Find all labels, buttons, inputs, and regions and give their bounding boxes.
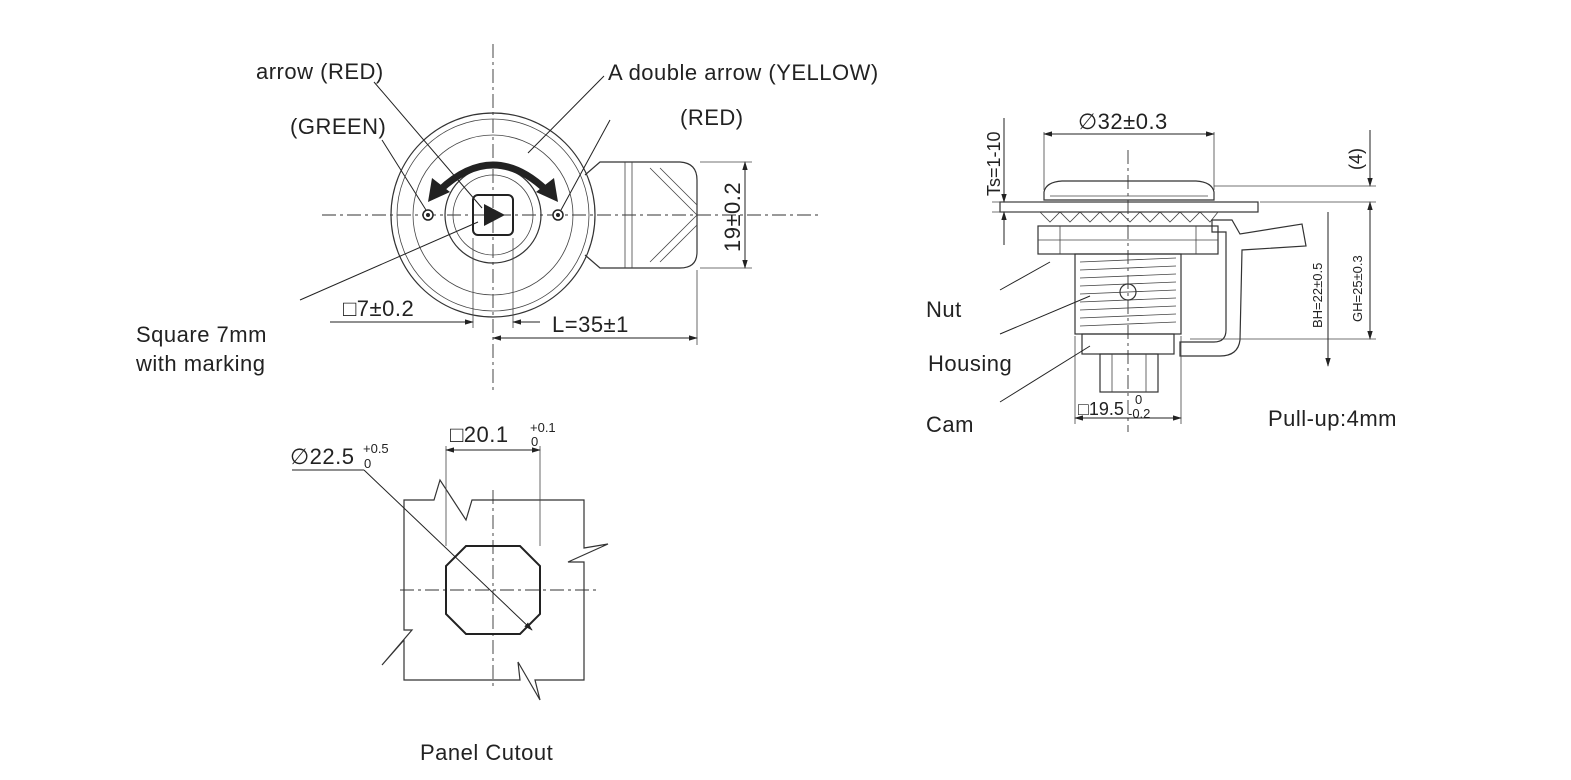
face-ring: [412, 134, 574, 296]
cutout-shape: [445, 545, 541, 635]
side-view: ∅32±0.3 Ts=1-10 (4) BH=22±0.5 GH=25±0.3 …: [926, 109, 1397, 437]
dim-bh: BH=22±0.5: [1310, 263, 1325, 328]
label-pullup: Pull-up:4mm: [1268, 406, 1397, 431]
dim-cutout-square: □20.1 +0.1 0: [450, 420, 556, 449]
svg-text:-0.2: -0.2: [1128, 406, 1150, 421]
arrow-red-leader: [373, 81, 483, 209]
dim-gh: GH=25±0.3: [1350, 255, 1365, 322]
lock-head: [1043, 180, 1215, 201]
dim-square-7: □7±0.2: [343, 296, 414, 321]
cam-body: [584, 161, 698, 269]
dim-diameter-32: ∅32±0.3: [1078, 109, 1168, 134]
dim-base-19-5: □19.5 0 -0.2: [1078, 392, 1150, 421]
dim-ts: Ts=1-10: [984, 131, 1004, 196]
plug-inner: [452, 174, 534, 256]
green-leader: [381, 139, 427, 211]
cam-stub: [1099, 353, 1159, 393]
bezel-ring: [396, 118, 590, 312]
front-view: arrow (RED) (GREEN) A double arrow (YELL…: [135, 44, 879, 390]
panel-outline: [381, 478, 609, 701]
outer-bezel: [390, 112, 596, 318]
cutout-title: Panel Cutout: [420, 740, 553, 765]
square-leader: [299, 221, 479, 301]
cam-arm: [1179, 219, 1307, 357]
svg-text:+0.1: +0.1: [530, 420, 556, 435]
dim-4: (4): [1346, 148, 1366, 170]
panel-sheet: [999, 201, 1259, 213]
dim-length: L=35±1: [552, 312, 629, 337]
label-red: (RED): [680, 105, 744, 130]
label-housing: Housing: [928, 351, 1012, 376]
panel-cutout: ∅22.5 +0.5 0 □20.1 +0.1 0 Panel Cutout: [290, 420, 609, 765]
label-cam: Cam: [926, 412, 974, 437]
svg-text:0: 0: [1135, 392, 1142, 407]
housing-leader: [999, 295, 1091, 335]
label-square-line1: Square 7mm: [136, 322, 267, 347]
drive-marking-arrow-icon: [484, 204, 505, 226]
svg-text:0: 0: [531, 434, 538, 449]
svg-text:0: 0: [364, 456, 371, 471]
double-arrow-icon: [428, 161, 558, 202]
red-leader: [560, 119, 611, 211]
svg-text:∅22.5: ∅22.5: [290, 444, 354, 469]
housing-screw: [1119, 283, 1137, 301]
dim-height-19: 19±0.2: [720, 182, 745, 252]
label-square-line2: with marking: [135, 351, 265, 376]
svg-text:+0.5: +0.5: [363, 441, 389, 456]
svg-text:□20.1: □20.1: [450, 422, 509, 447]
dim-cutout-diameter: ∅22.5 +0.5 0: [290, 441, 389, 471]
label-arrow-red: arrow (RED): [256, 59, 384, 84]
square-drive: [472, 194, 514, 236]
svg-text:□19.5: □19.5: [1078, 399, 1124, 419]
cam-leader: [999, 345, 1091, 403]
double-arrow-leader: [527, 75, 605, 154]
label-nut: Nut: [926, 297, 962, 322]
label-double-arrow: A double arrow (YELLOW): [608, 60, 879, 85]
label-green: (GREEN): [290, 114, 386, 139]
nut-leader: [999, 261, 1051, 291]
